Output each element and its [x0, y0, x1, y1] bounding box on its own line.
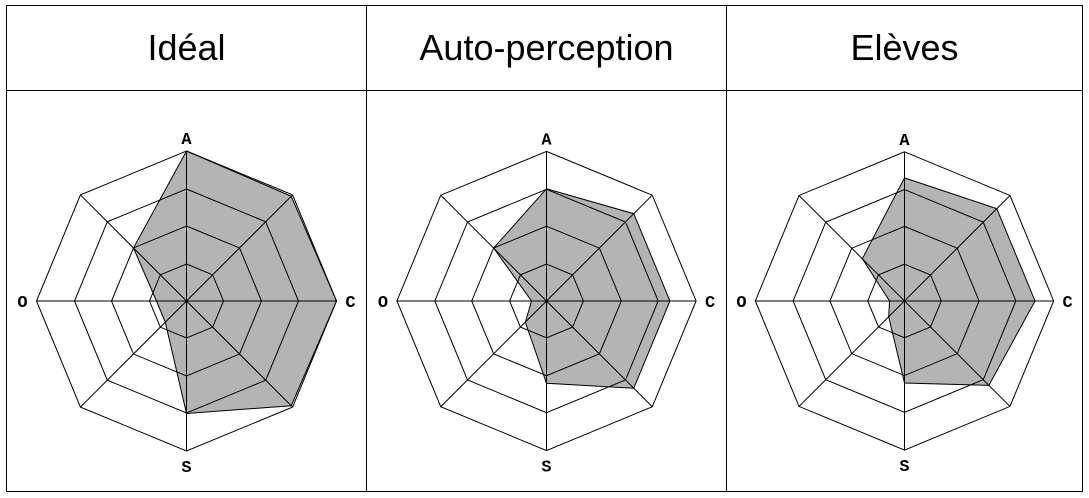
radar-cell-ideal: A C S O	[7, 91, 366, 491]
axis-label-s: S	[541, 458, 551, 477]
axis-label-c: C	[705, 294, 715, 313]
radar-spoke	[440, 300, 547, 408]
radar-spoke	[440, 194, 547, 302]
radar-spoke	[80, 300, 187, 408]
axis-label-a: A	[181, 131, 192, 150]
column-header-ideal: Idéal	[7, 6, 366, 91]
axis-label-s: S	[181, 459, 191, 478]
axis-label-s: S	[899, 458, 909, 477]
radar-spoke	[186, 194, 293, 302]
axis-label-a: A	[541, 131, 552, 150]
axis-label-o: O	[736, 294, 746, 313]
radar-data-area	[861, 177, 1036, 386]
axis-label-a: A	[899, 132, 910, 151]
radar-spoke	[904, 195, 1011, 302]
radar-cell-eleves: A C S O	[726, 91, 1082, 491]
radar-spoke	[186, 300, 293, 408]
column-header-auto-perception: Auto-perception	[366, 6, 726, 91]
radar-comparison-table: Idéal Auto-perception Elèves A C S O A C S O A…	[6, 5, 1083, 492]
radar-data-area	[492, 188, 671, 389]
radar-spoke	[546, 194, 653, 302]
axis-label-c: C	[345, 294, 355, 313]
radar-chart-ideal: A C S O	[17, 131, 355, 478]
column-header-eleves: Elèves	[726, 6, 1082, 91]
radar-spoke	[798, 300, 905, 407]
radar-spoke	[798, 195, 905, 302]
radar-cell-auto-perception: A C S O	[366, 91, 726, 491]
radar-spoke	[546, 300, 653, 408]
radar-chart-auto-perception: A C S O	[378, 131, 715, 477]
radar-spoke	[904, 300, 1011, 407]
axis-label-o: O	[378, 294, 388, 313]
radar-chart-eleves: A C S O	[736, 132, 1073, 477]
axis-label-c: C	[1063, 294, 1073, 313]
axis-label-o: O	[17, 294, 27, 313]
radar-spoke	[80, 194, 187, 302]
